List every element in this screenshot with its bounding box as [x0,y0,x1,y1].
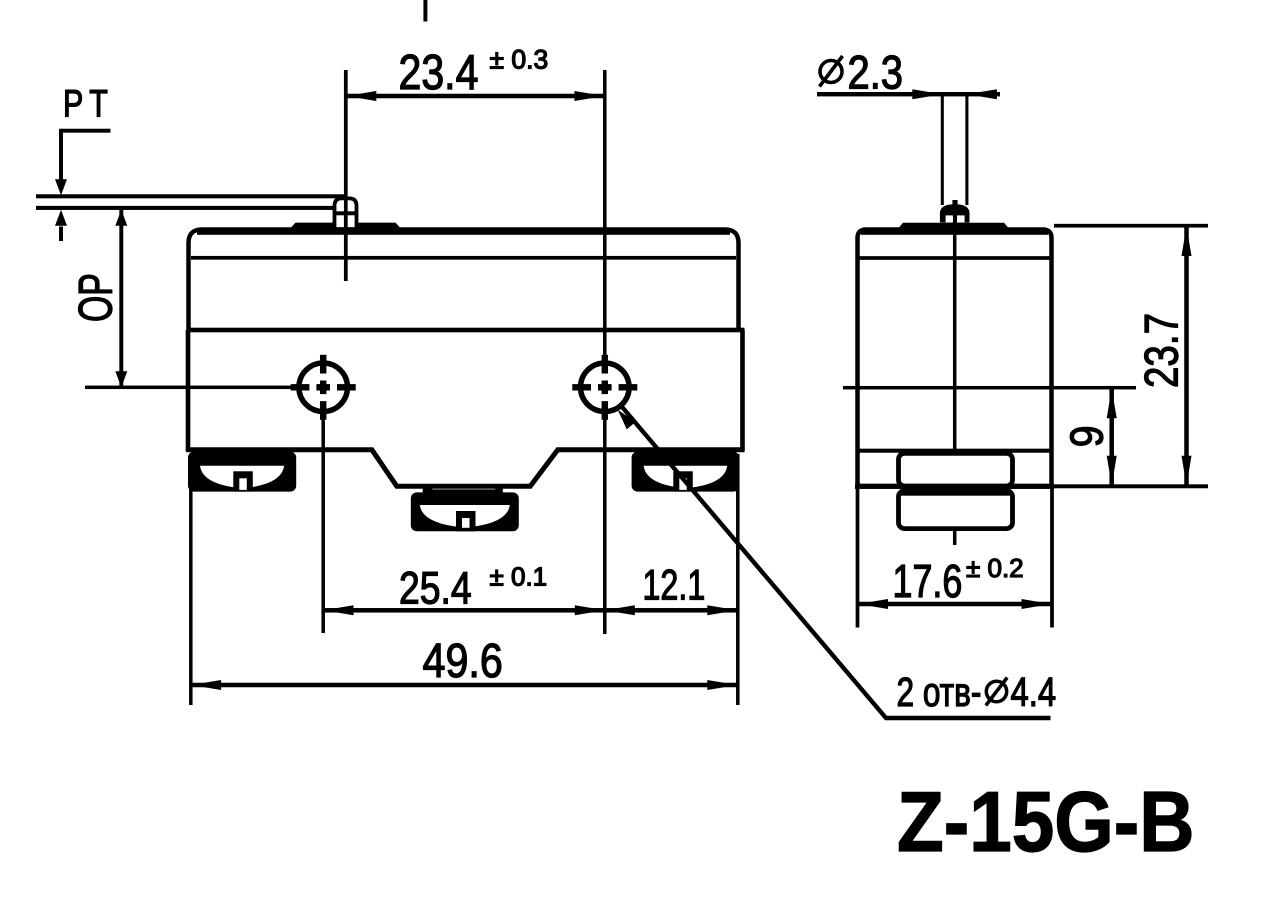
svg-text:2.3: 2.3 [848,48,904,100]
svg-text:2 отв-: 2 отв- [897,669,982,715]
svg-text:23.4: 23.4 [399,44,479,99]
svg-text:PT: PT [63,83,114,125]
svg-text:49.6: 49.6 [423,634,503,688]
svg-text:OP: OP [69,273,122,322]
svg-text:± 0.1: ± 0.1 [490,562,548,592]
svg-text:± 0.2: ± 0.2 [966,553,1024,583]
svg-text:± 0.3: ± 0.3 [490,45,549,75]
svg-text:23.7: 23.7 [1136,313,1188,388]
svg-text:9: 9 [1062,426,1114,448]
svg-text:17.6: 17.6 [893,556,963,607]
svg-text:4.4: 4.4 [1011,668,1057,714]
svg-text:Z-15G-B: Z-15G-B [897,775,1195,870]
svg-text:12.1: 12.1 [643,562,706,610]
svg-text:25.4: 25.4 [399,563,472,613]
